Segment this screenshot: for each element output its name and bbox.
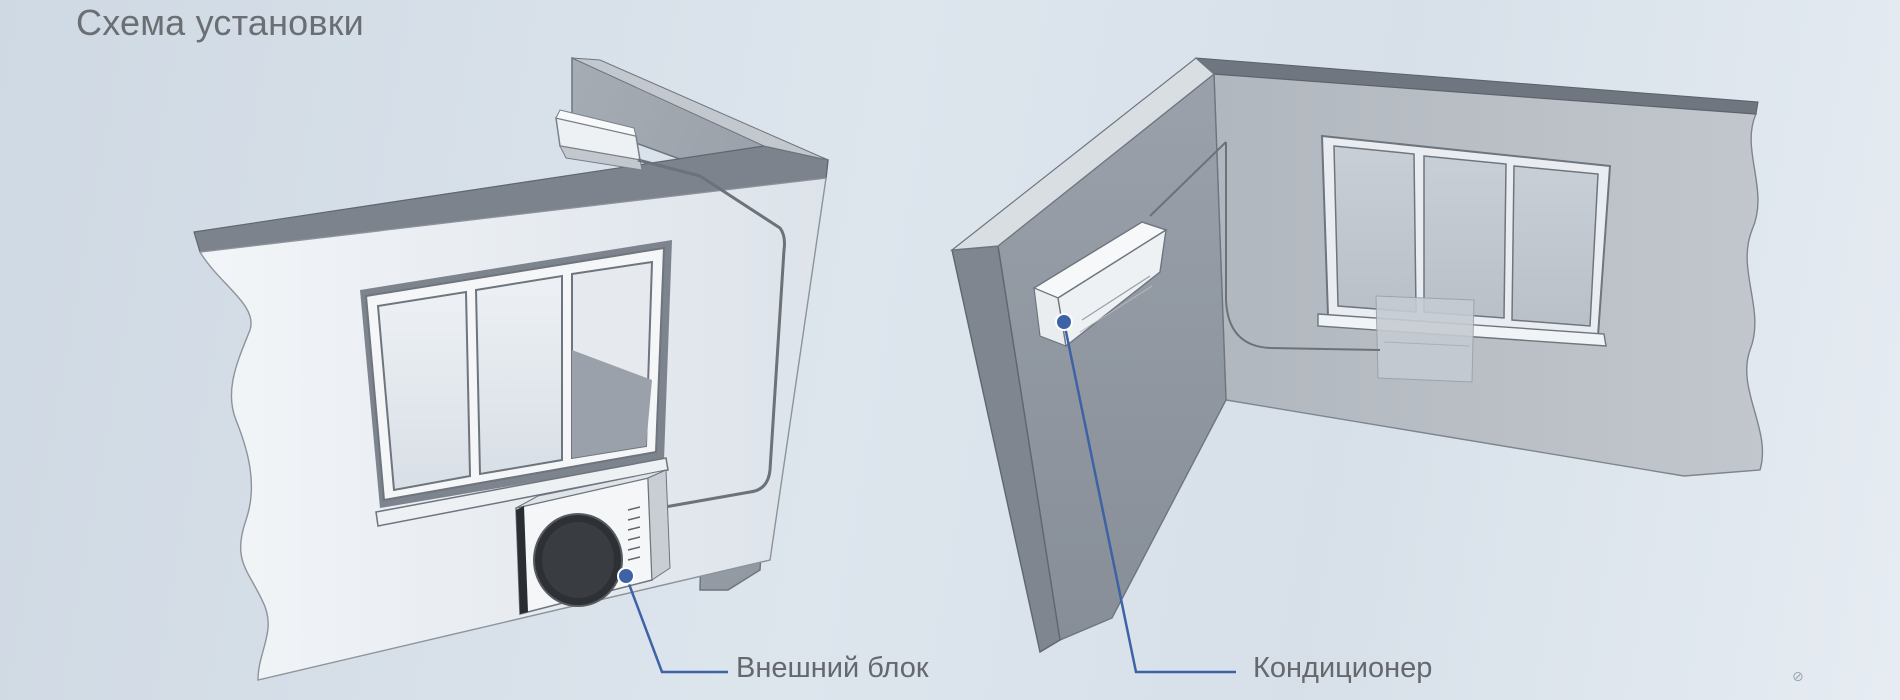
page-title: Схема установки	[76, 2, 364, 43]
wall-top-cap	[193, 145, 829, 253]
outdoor-unit	[515, 469, 671, 615]
corner-mark-icon: ⊘	[1792, 668, 1804, 684]
refrigerant-pipe-left	[637, 158, 786, 512]
exterior-window	[360, 240, 672, 527]
window-sill	[375, 457, 669, 527]
label-outdoor-unit: Внешний блок	[736, 652, 929, 684]
callout-indoor-unit	[1055, 313, 1236, 674]
indoor-ac-unit	[1032, 221, 1168, 348]
interior-window	[1317, 134, 1612, 383]
label-indoor-unit: Кондиционер	[1253, 652, 1433, 684]
callout-outdoor-unit	[617, 567, 728, 674]
refrigerant-pipe-right	[1149, 141, 1381, 351]
